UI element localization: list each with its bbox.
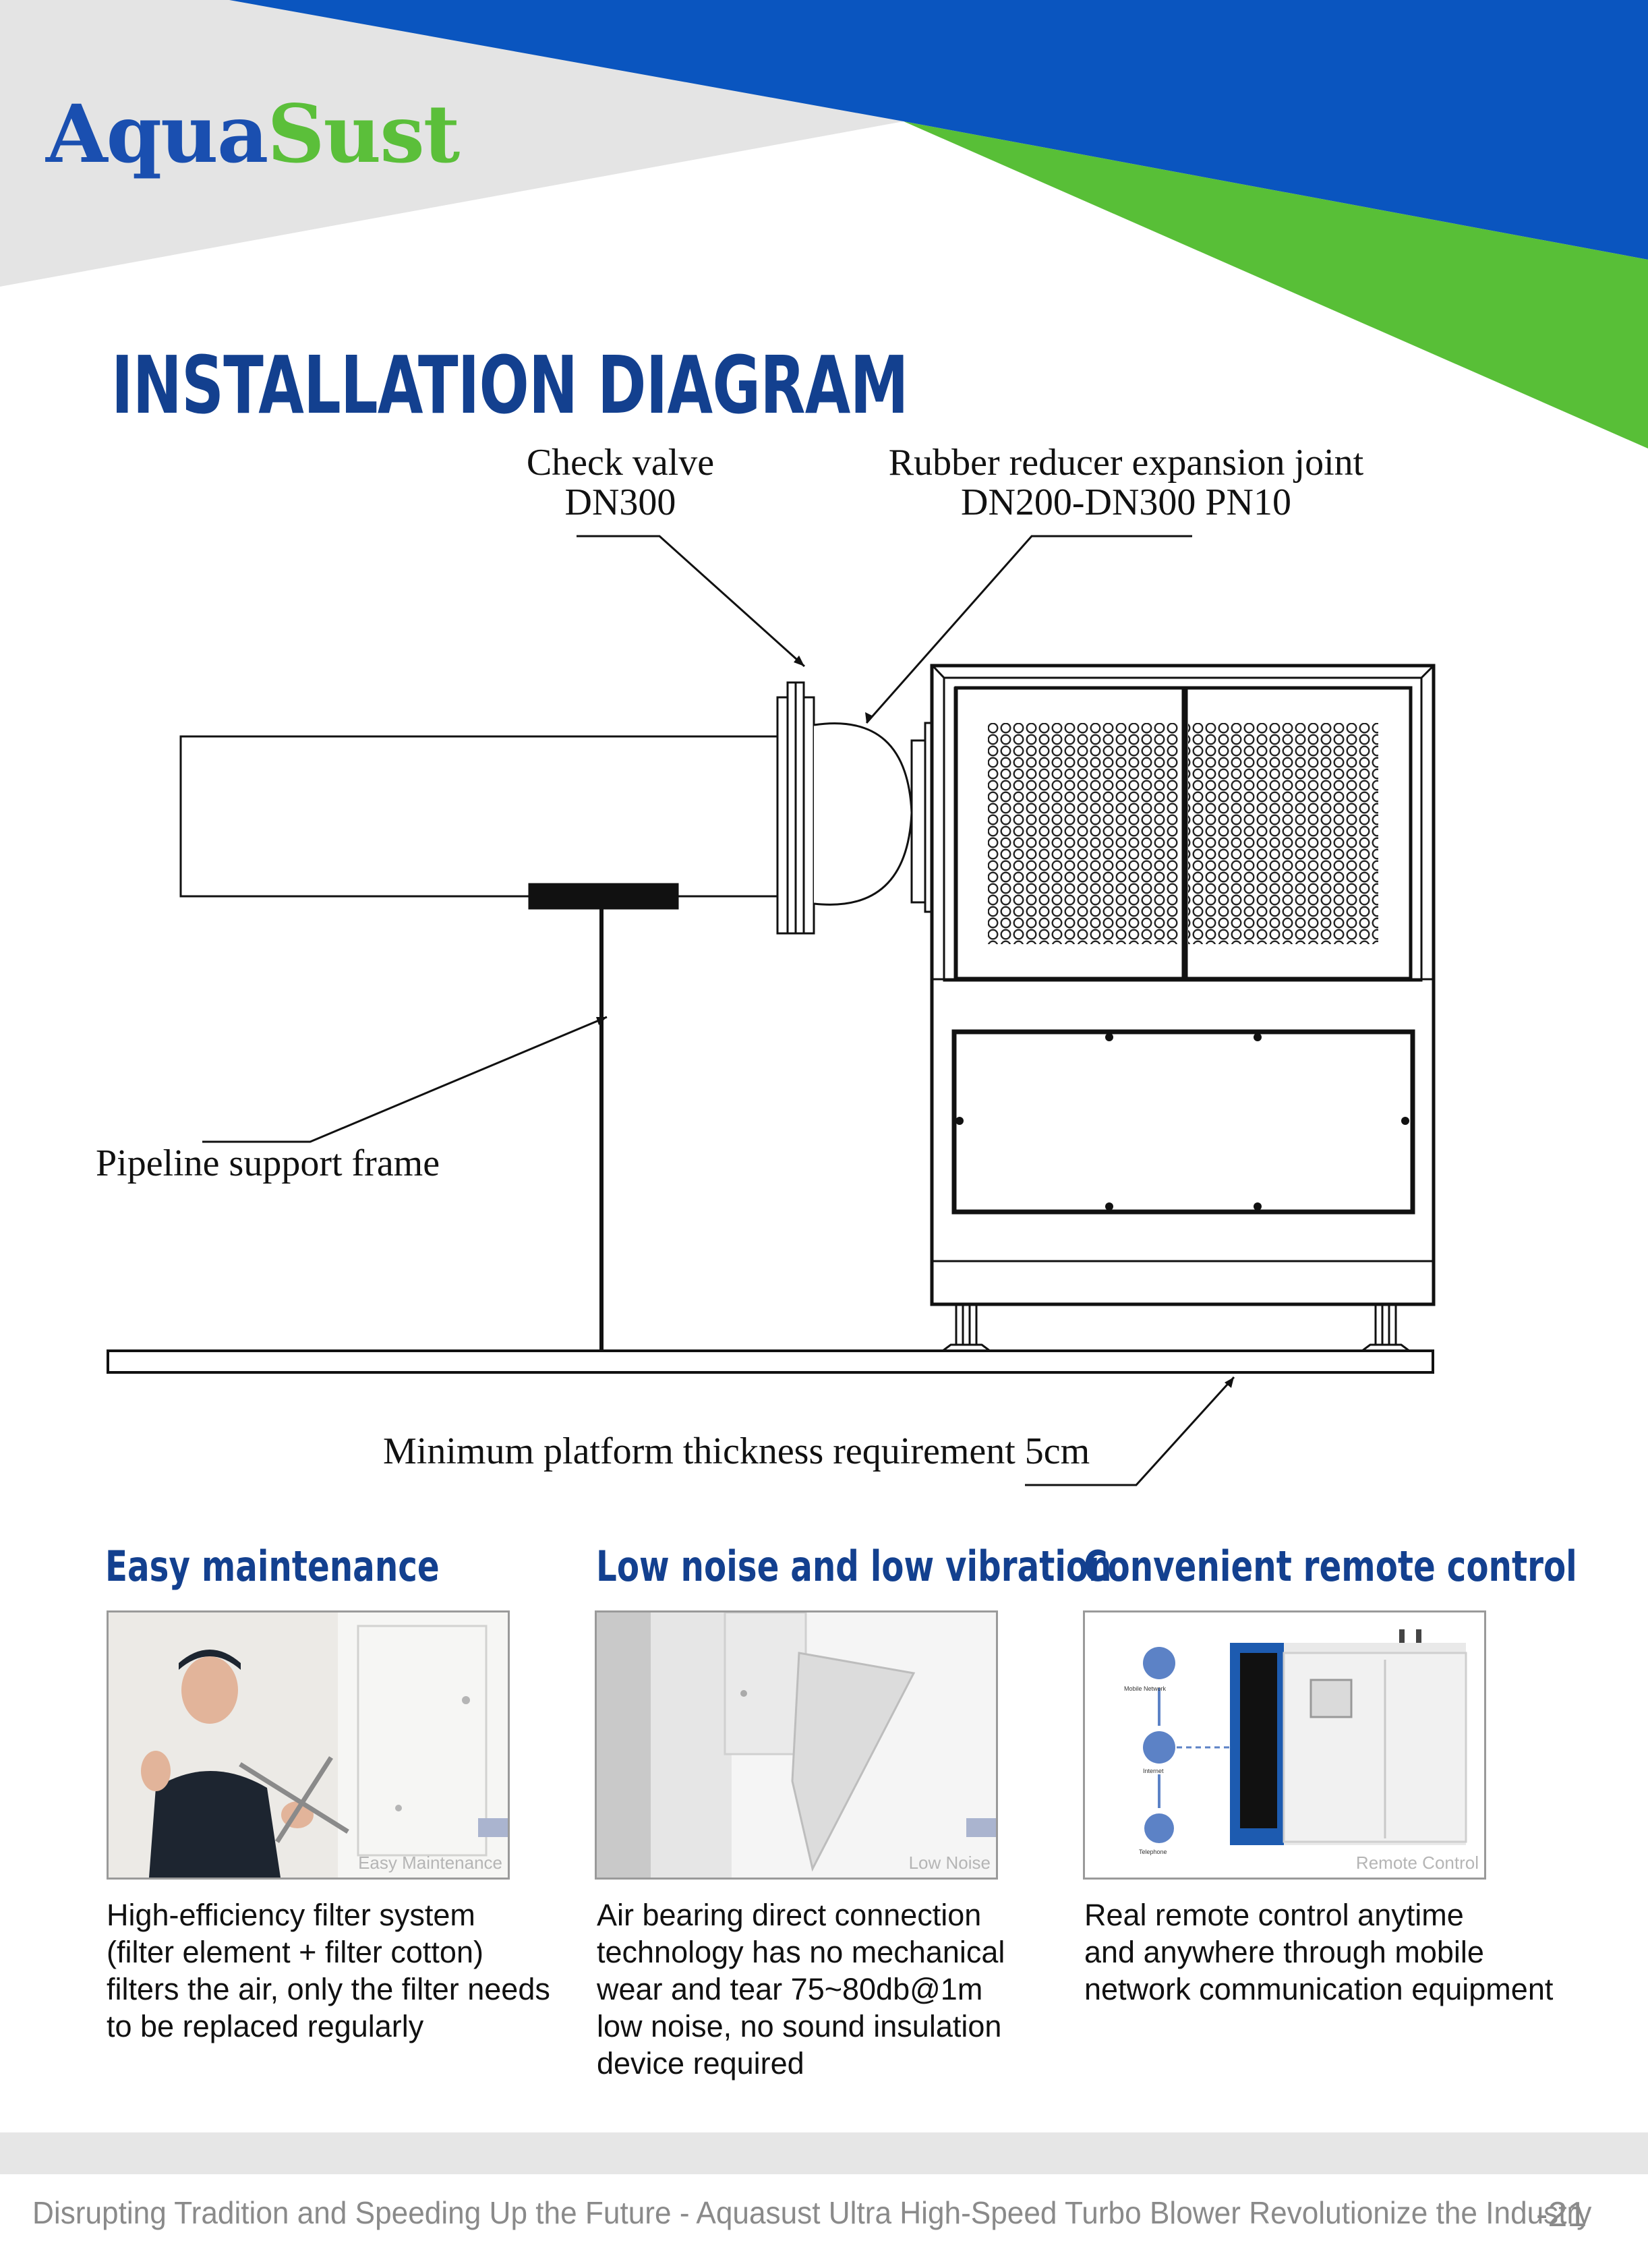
remote-control-photo: Mobile Network Internet Telephone Remote… (1083, 1610, 1486, 1880)
feature-desc-remote-control: Real remote control anytime and anywhere… (1084, 1896, 1553, 2008)
desc-line: device required (597, 2046, 804, 2081)
platform-leader (1025, 1376, 1235, 1486)
feature-title-remote-control: Convenient remote control (1084, 1542, 1577, 1591)
label-support-frame: Pipeline support frame (96, 1142, 440, 1184)
maintenance-photo: Easy Maintenance (107, 1610, 510, 1880)
desc-line: filters the air, only the filter needs (107, 1972, 550, 2006)
rubber-joint-spec: DN200-DN300 PN10 (961, 482, 1291, 524)
icon-label-telephone: Telephone (1139, 1849, 1167, 1855)
icon-label-mobile: Mobile Network (1124, 1685, 1167, 1692)
low-noise-photo-caption: Low Noise (908, 1853, 991, 1873)
check-valve-name: Check valve (526, 442, 715, 484)
desc-line: Air bearing direct connection (597, 1898, 982, 1932)
desc-line: Real remote control anytime (1084, 1898, 1464, 1932)
header-banner (0, 0, 1648, 448)
installation-diagram (107, 535, 1436, 1486)
icon-label-internet: Internet (1143, 1768, 1164, 1774)
support-saddle (528, 883, 679, 910)
pipe (179, 735, 779, 898)
feature-desc-maintenance: High-efficiency filter system (filter el… (107, 1896, 550, 2045)
remote-control-photo-caption: Remote Control (1355, 1853, 1479, 1873)
label-rubber-joint: Rubber reducer expansion joint DN200-DN3… (853, 442, 1399, 524)
desc-line: technology has no mechanical (597, 1935, 1005, 1969)
footer-band (0, 2132, 1648, 2174)
access-panel (951, 1029, 1415, 1215)
cabinet-feet (942, 1303, 1410, 1352)
desc-line: low noise, no sound insulation (597, 2009, 1002, 2043)
rubber-joint-name: Rubber reducer expansion joint (888, 442, 1364, 484)
page-number: -21 (1536, 2195, 1587, 2234)
desc-line: and anywhere through mobile (1084, 1935, 1484, 1969)
rubber-joint-leader (865, 535, 1192, 724)
network-icons (1143, 1647, 1233, 1843)
desc-line: (filter element + filter cotton) (107, 1935, 483, 1969)
check-valve-size: DN300 (564, 482, 676, 524)
low-noise-photo: Low Noise (595, 1610, 998, 1880)
brand-logo-aqua: Aqua (46, 87, 268, 181)
rubber-joint (813, 722, 913, 906)
page-title: INSTALLATION DIAGRAM (111, 339, 909, 432)
desc-line: network communication equipment (1084, 1972, 1554, 2006)
desc-line: High-efficiency filter system (107, 1898, 475, 1932)
label-platform: Minimum platform thickness requirement 5… (383, 1430, 1090, 1472)
feature-title-low-noise: Low noise and low vibration (596, 1542, 1112, 1591)
footer-tagline: Disrupting Tradition and Speeding Up the… (32, 2195, 1592, 2230)
maintenance-photo-caption: Easy Maintenance (358, 1853, 502, 1873)
label-check-valve: Check valve DN300 (472, 442, 769, 524)
platform (107, 1349, 1434, 1374)
brand-logo: AquaSust (46, 94, 460, 174)
desc-line: to be replaced regularly (107, 2009, 424, 2043)
check-valve-leader (577, 535, 806, 668)
feature-title-maintenance: Easy maintenance (105, 1542, 440, 1591)
support-frame-leader (202, 1016, 608, 1143)
feature-desc-low-noise: Air bearing direct connection technology… (597, 1896, 1005, 2082)
desc-line: wear and tear 75~80db@1m (597, 1972, 983, 2006)
check-valve-flange (776, 696, 789, 935)
brand-logo-sust: Sust (267, 87, 460, 181)
